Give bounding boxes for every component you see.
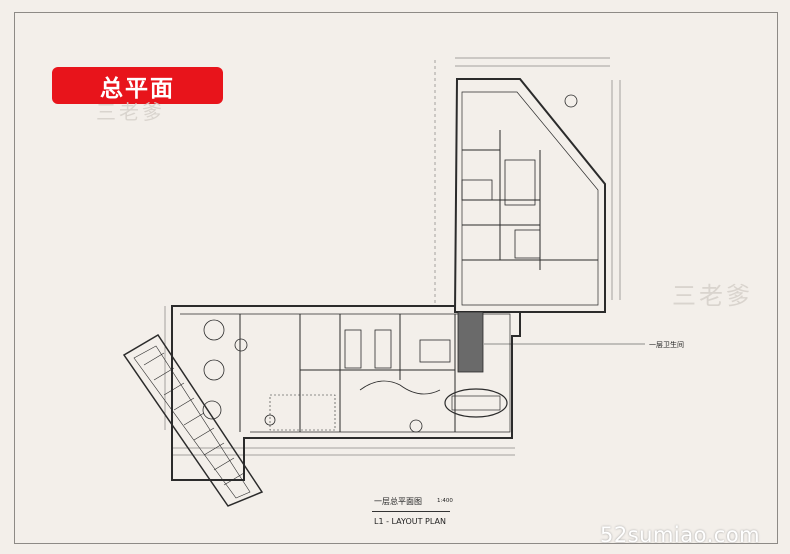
watermark-left: 三老爹	[96, 100, 165, 124]
page-title: 总平面	[100, 75, 175, 102]
site-watermark: 52sumiao.com	[600, 523, 761, 547]
diagonal-wing	[122, 333, 264, 507]
tower-outline	[453, 78, 606, 313]
caption-divider	[372, 511, 450, 512]
drawing-frame	[14, 12, 778, 544]
plan-caption-chinese: 一层总平面图	[374, 497, 422, 506]
plan-scale: 1:400	[437, 498, 453, 504]
page-title-badge: 总平面	[52, 67, 223, 104]
watermark-right: 三老爹	[672, 282, 753, 310]
podium-outline	[171, 305, 521, 481]
restroom-callout-label: 一层卫生间	[649, 341, 684, 349]
plan-caption-english: L1 - LAYOUT PLAN	[374, 517, 446, 526]
